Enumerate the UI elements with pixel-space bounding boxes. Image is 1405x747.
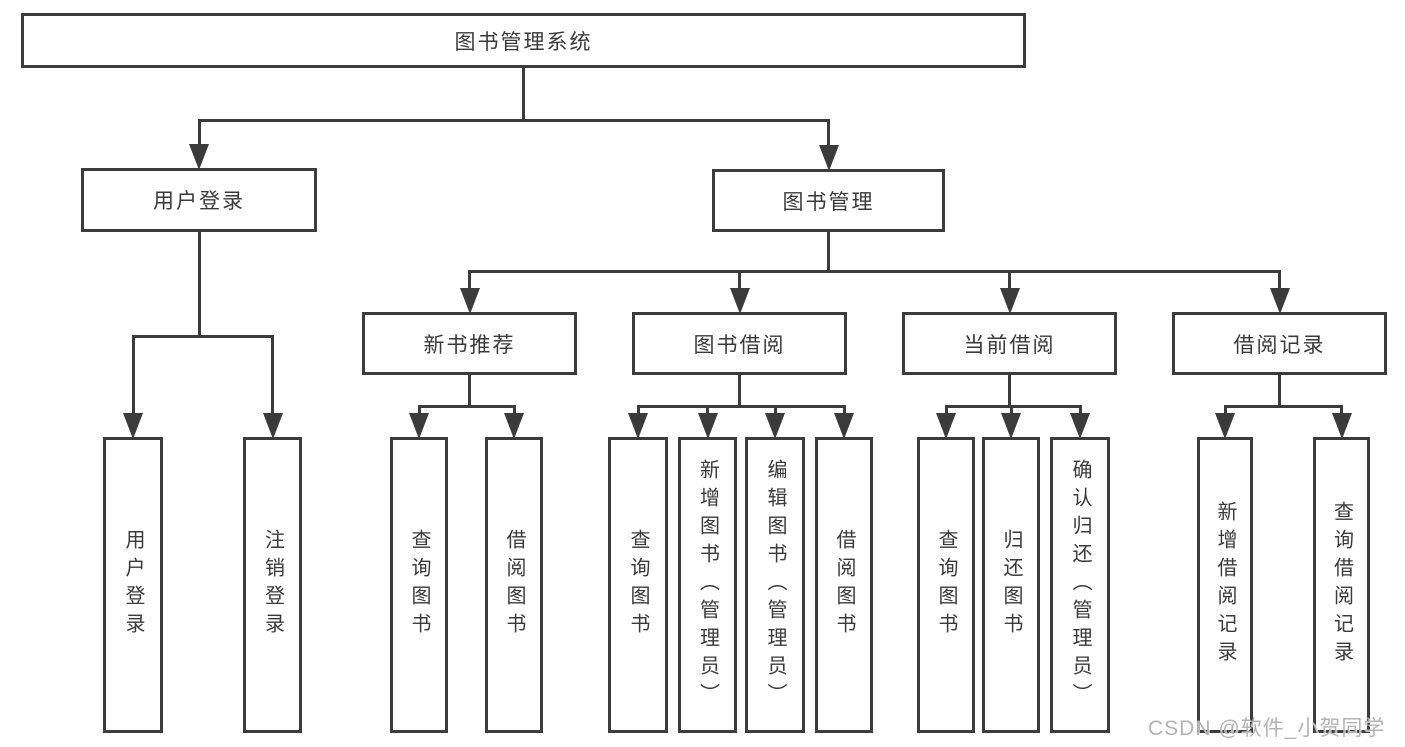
node-rec-query-book: 查询图书 — [390, 437, 448, 733]
connector-line — [1008, 375, 1011, 406]
connector-line — [738, 271, 741, 290]
node-label-br-add-record: 新增借阅记录 — [1214, 501, 1236, 669]
node-label-bb-add-book: 新增图书（管理员） — [696, 459, 719, 711]
connector-line — [1078, 406, 1082, 415]
node-label-current-borrow: 当前借阅 — [963, 333, 1056, 357]
node-bb-query-book: 查询图书 — [608, 437, 668, 733]
connector-arrow — [628, 413, 648, 439]
connector-line — [1223, 406, 1227, 415]
connector-line — [468, 269, 1281, 273]
node-label-bb-query-book: 查询图书 — [627, 529, 649, 641]
node-label-logout: 注销登录 — [261, 529, 284, 641]
node-bb-borrow-book: 借阅图书 — [815, 437, 873, 733]
connector-arrow — [1070, 413, 1090, 439]
node-label-cb-confirm-return: 确认归还（管理员） — [1069, 459, 1091, 711]
connector-line — [271, 336, 274, 415]
node-cb-confirm-return: 确认归还（管理员） — [1050, 437, 1110, 733]
connector-line — [468, 271, 471, 290]
node-label-bb-edit-book: 编辑图书（管理员） — [764, 459, 786, 711]
connector-line — [468, 375, 471, 406]
connector-line — [738, 375, 741, 406]
node-cb-query-book: 查询图书 — [917, 437, 975, 733]
node-rec-borrow-book: 借阅图书 — [485, 437, 543, 733]
node-current-borrow: 当前借阅 — [902, 312, 1117, 375]
connector-arrow — [504, 413, 524, 439]
connector-line — [1008, 271, 1011, 290]
connector-line — [197, 120, 201, 146]
node-label-book-mgmt: 图书管理 — [782, 190, 875, 214]
node-book-borrow: 图书借阅 — [632, 312, 847, 375]
node-label-book-borrow: 图书借阅 — [693, 333, 786, 357]
connector-arrow — [818, 145, 839, 171]
connector-arrow — [1215, 413, 1235, 439]
node-bb-edit-book: 编辑图书（管理员） — [745, 437, 805, 733]
connector-line — [827, 120, 830, 147]
connector-arrow — [834, 413, 854, 439]
node-label-br-query-record: 查询借阅记录 — [1330, 501, 1353, 669]
node-label-cb-return-book: 归还图书 — [1000, 529, 1022, 641]
node-logout: 注销登录 — [243, 437, 302, 733]
connector-arrow — [936, 413, 956, 439]
connector-line — [512, 406, 516, 415]
node-br-add-record: 新增借阅记录 — [1197, 437, 1253, 733]
node-label-rec-query-book: 查询图书 — [408, 529, 430, 641]
connector-line — [1340, 406, 1343, 415]
node-label-root: 图书管理系统 — [454, 30, 593, 54]
connector-line — [1278, 375, 1281, 406]
connector-line — [522, 68, 525, 120]
connector-arrow — [123, 413, 143, 439]
connector-line — [944, 406, 948, 415]
node-root: 图书管理系统 — [21, 13, 1026, 68]
node-br-query-record: 查询借阅记录 — [1313, 437, 1370, 733]
connector-arrow — [1331, 413, 1352, 439]
connector-line — [773, 406, 777, 415]
connector-line — [1278, 271, 1281, 290]
connector-line — [417, 406, 421, 415]
connector-line — [197, 118, 830, 122]
connector-line — [636, 406, 640, 415]
node-bb-add-book: 新增图书（管理员） — [678, 437, 737, 733]
node-label-borrow-records: 借阅记录 — [1233, 333, 1326, 357]
node-label-user-login: 用户登录 — [153, 190, 245, 213]
connector-line — [131, 334, 274, 338]
connector-line — [842, 406, 846, 415]
connector-line — [417, 404, 516, 408]
connector-arrow — [765, 413, 785, 439]
connector-arrow — [697, 413, 718, 439]
node-label-login: 用户登录 — [122, 529, 144, 641]
node-label-bb-borrow-book: 借阅图书 — [833, 529, 855, 641]
connector-line — [1009, 406, 1013, 415]
connector-line — [827, 232, 830, 271]
connector-arrow — [999, 288, 1020, 314]
node-cb-return-book: 归还图书 — [982, 437, 1040, 733]
node-book-mgmt: 图书管理 — [712, 169, 945, 232]
connector-arrow — [459, 288, 480, 314]
node-user-login: 用户登录 — [81, 168, 317, 232]
csdn-watermark: CSDN @软件_小贺同学 — [1148, 717, 1386, 740]
node-label-new-book-rec: 新书推荐 — [423, 333, 516, 357]
connector-line — [636, 404, 846, 408]
connector-line — [131, 336, 135, 415]
connector-arrow — [1269, 288, 1290, 314]
connector-arrow — [189, 144, 209, 170]
node-new-book-rec: 新书推荐 — [362, 312, 577, 375]
connector-arrow — [409, 413, 429, 439]
node-label-rec-borrow-book: 借阅图书 — [503, 529, 525, 641]
connector-arrow — [262, 413, 283, 439]
connector-line — [944, 404, 1082, 408]
node-label-cb-query-book: 查询图书 — [935, 529, 957, 641]
connector-arrow — [729, 288, 750, 314]
connector-arrow — [1001, 413, 1021, 439]
connector-line — [1223, 404, 1343, 408]
node-borrow-records: 借阅记录 — [1172, 312, 1387, 375]
connector-line — [197, 232, 201, 336]
node-login: 用户登录 — [103, 437, 163, 733]
connector-line — [706, 406, 709, 415]
